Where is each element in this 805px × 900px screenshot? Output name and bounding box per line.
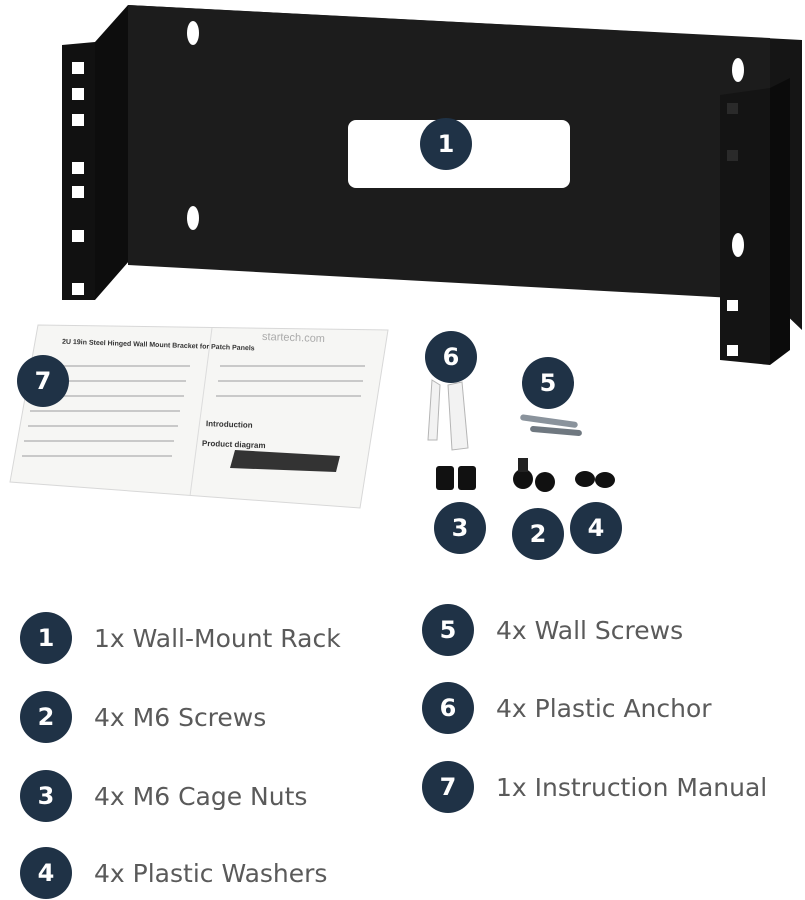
- legend-badge: 3: [20, 770, 72, 822]
- legend-item-m6-cage-nuts: 3 4x M6 Cage Nuts: [20, 770, 307, 822]
- callout-badge-2: 2: [512, 508, 564, 560]
- legend-label: 1x Wall-Mount Rack: [94, 623, 341, 653]
- legend-label: 4x M6 Cage Nuts: [94, 781, 308, 811]
- wall-screws: [520, 414, 582, 437]
- legend-badge: 5: [422, 604, 474, 656]
- legend-label: 4x M6 Screws: [94, 702, 267, 732]
- legend-badge: 2: [20, 691, 72, 743]
- legend-item-plastic-washers: 4 4x Plastic Washers: [20, 847, 327, 899]
- m6-screws: [513, 458, 555, 492]
- legend-badge: 7: [422, 761, 474, 813]
- plastic-anchors: [427, 379, 469, 451]
- legend-label: 1x Instruction Manual: [496, 772, 768, 802]
- callout-badge-5: 5: [522, 357, 574, 409]
- callout-badge-1: 1: [420, 118, 472, 170]
- legend-label: 4x Plastic Washers: [94, 858, 328, 888]
- callout-badge-3: 3: [434, 502, 486, 554]
- legend-item-instruction-manual: 7 1x Instruction Manual: [422, 761, 767, 813]
- legend-badge: 1: [20, 612, 72, 664]
- legend-badge: 6: [422, 682, 474, 734]
- plastic-washers: [575, 471, 615, 488]
- legend-item-m6-screws: 2 4x M6 Screws: [20, 691, 266, 743]
- kit-illustration: [9, 5, 802, 509]
- legend-item-wall-screws: 5 4x Wall Screws: [422, 604, 683, 656]
- callout-badge-7: 7: [17, 355, 69, 407]
- product-photo: startech.com 2U 19in Steel Hinged Wall M…: [9, 5, 802, 560]
- instruction-manual: [9, 324, 389, 509]
- legend-badge: 4: [20, 847, 72, 899]
- cage-nuts: [436, 466, 476, 490]
- manual-brand: startech.com: [261, 330, 326, 346]
- legend-label: 4x Plastic Anchor: [496, 693, 712, 723]
- callout-badge-4: 4: [570, 502, 622, 554]
- legend-item-wall-mount-rack: 1 1x Wall-Mount Rack: [20, 612, 341, 664]
- callout-badge-6: 6: [425, 331, 477, 383]
- wall-mount-rack: [62, 5, 802, 365]
- legend-item-plastic-anchor: 6 4x Plastic Anchor: [422, 682, 712, 734]
- legend-label: 4x Wall Screws: [496, 615, 684, 645]
- manual-intro-heading: Introduction: [205, 419, 253, 430]
